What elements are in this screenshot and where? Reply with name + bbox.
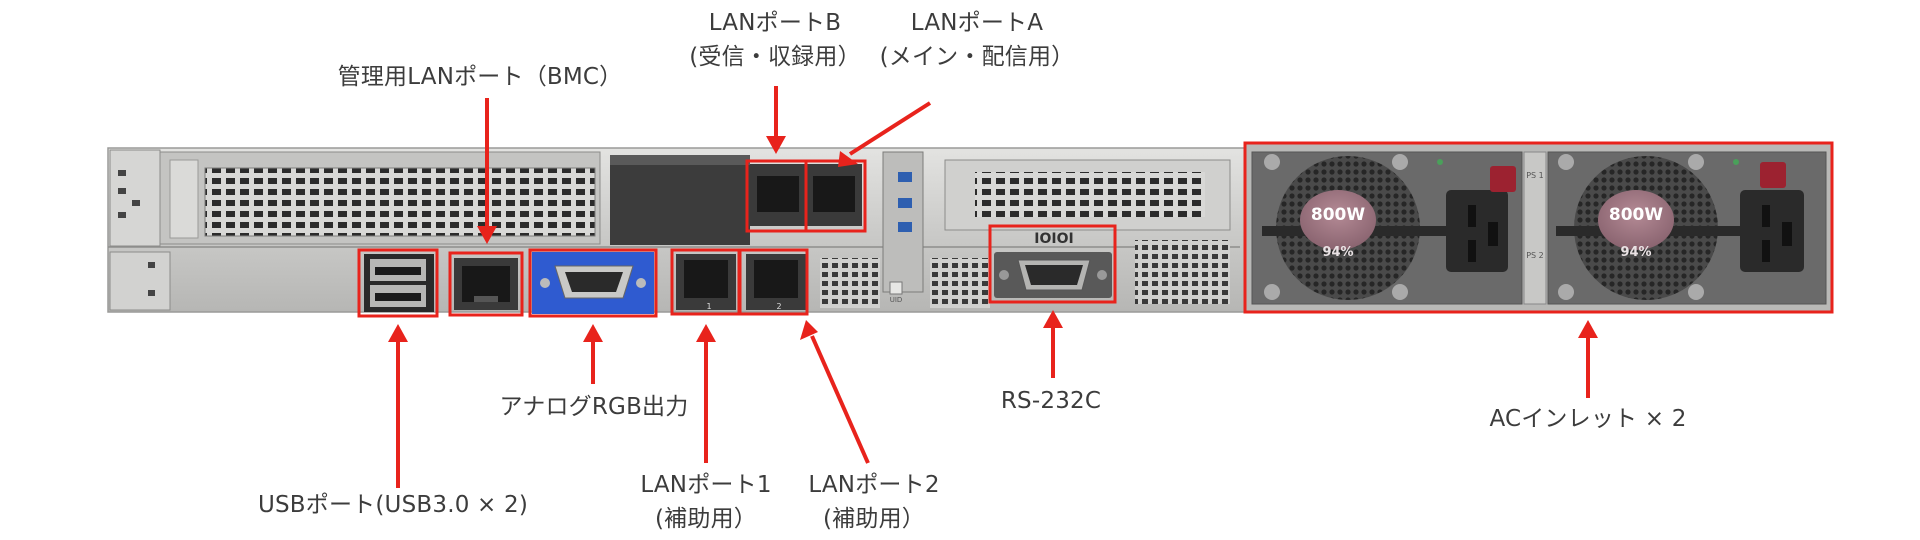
psu-2-marking: PS 2: [1526, 251, 1544, 260]
left-bracket: [109, 149, 171, 311]
uid-bracket: UID: [882, 151, 924, 304]
arrow-lan-b: [766, 86, 786, 154]
lan-port-a: [806, 164, 862, 226]
expansion-slot-2: [944, 159, 1231, 231]
vent-grille-2: [930, 258, 990, 308]
label-lan1: LANポート1 (補助用）: [640, 468, 771, 536]
label-lan1-sub: (補助用）: [655, 506, 757, 532]
bmc-highlight-box: [448, 251, 524, 317]
arrow-bmc: [477, 98, 497, 244]
lan-port-1: 1: [676, 254, 736, 311]
vent-grille-3: [1135, 240, 1230, 304]
label-vga-text: アナログRGB出力: [499, 394, 689, 420]
arrow-lan1: [696, 324, 716, 463]
vent-grille-1: [820, 258, 880, 308]
lan-port-2: 2: [746, 254, 806, 311]
arrow-usb: [388, 324, 408, 488]
arrow-lan-a: [838, 101, 932, 167]
uid-marking: UID: [890, 296, 903, 304]
psu-1-wattage: 800W: [1311, 205, 1365, 225]
lan-port-b: [750, 164, 806, 226]
label-lan2-title: LANポート2: [808, 472, 940, 498]
label-lan-b: LANポートB (受信・収録用）: [689, 6, 861, 74]
label-lan-a: LANポートA (メイン・配信用）: [880, 6, 1075, 74]
lan2-highlight-box: [738, 248, 809, 316]
serial-marking: IOIOI: [1034, 231, 1073, 247]
label-lan-b-title: LANポートB: [708, 10, 842, 36]
usb-ports: [364, 254, 434, 312]
label-usb-text: USBポート(USB3.0 × 2): [257, 492, 529, 518]
server-chassis: UID: [107, 143, 1833, 314]
label-lan2-sub: (補助用）: [823, 506, 925, 532]
rs232c-port: IOIOI: [994, 231, 1112, 298]
psu-1-marking: PS 1: [1526, 171, 1544, 180]
label-vga: アナログRGB出力: [500, 390, 689, 424]
lan1-marking: 1: [706, 302, 711, 311]
ac-highlight-box: [1243, 141, 1834, 314]
label-lan-a-title: LANポートA: [910, 10, 1044, 36]
psu-1: 800W 94%: [1251, 151, 1523, 305]
callout-boxes: [357, 141, 1834, 318]
label-lan-a-sub: (メイン・配信用）: [879, 44, 1075, 70]
psu-2: 800W 94%: [1547, 151, 1827, 305]
arrow-rs232c: [1043, 310, 1063, 378]
label-lan1-title: LANポート1: [640, 472, 772, 498]
lan2-marking: 2: [776, 302, 781, 311]
label-bmc: 管理用LANポート（BMC）: [338, 60, 623, 94]
power-supplies: 800W 94% PS 1 PS 2: [1243, 143, 1833, 313]
vga-highlight-box: [528, 248, 658, 318]
psu-2-efficiency: 94%: [1620, 245, 1651, 260]
psu-1-efficiency: 94%: [1322, 245, 1353, 260]
label-lan-b-sub: (受信・収録用）: [689, 44, 861, 70]
label-ac-text: ACインレット × 2: [1489, 406, 1687, 432]
blank-slot-area: [610, 155, 750, 245]
arrow-vga: [583, 324, 603, 384]
usb-highlight-box: [357, 248, 439, 318]
lana-highlight-box: [804, 159, 867, 233]
label-usb: USBポート(USB3.0 × 2): [258, 488, 528, 522]
label-lan2: LANポート2 (補助用）: [808, 468, 939, 536]
label-ac: ACインレット × 2: [1489, 402, 1686, 436]
bmc-lan-port: [454, 258, 518, 310]
rs232c-highlight-box: [988, 224, 1117, 304]
label-rs232c-text: RS-232C: [1000, 388, 1102, 414]
expansion-slot-1: [159, 151, 601, 245]
label-bmc-text: 管理用LANポート（BMC）: [337, 64, 623, 90]
callout-arrows: [388, 86, 1598, 488]
label-rs232c: RS-232C: [1001, 384, 1101, 418]
psu-2-wattage: 800W: [1609, 205, 1663, 225]
arrow-lan2: [800, 320, 870, 464]
vga-port: [532, 252, 654, 314]
arrow-ac: [1578, 320, 1598, 398]
